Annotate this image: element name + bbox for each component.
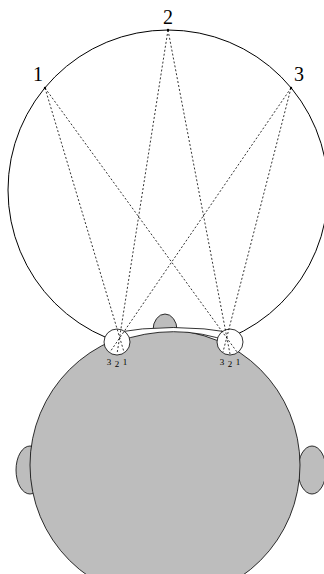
retina-number: 3 — [220, 358, 225, 367]
field-points — [44, 29, 292, 89]
retina-number: 1 — [123, 358, 128, 367]
sight-line — [117, 30, 168, 354]
point-number: 1 — [33, 64, 43, 84]
sight-lines — [45, 30, 291, 354]
sight-line — [45, 88, 124, 352]
sight-line — [168, 30, 230, 354]
visual-circle — [8, 30, 324, 350]
sight-line — [45, 88, 237, 352]
retina-number: 1 — [236, 358, 241, 367]
point-number: 3 — [294, 64, 304, 84]
point-number: 2 — [163, 7, 173, 27]
sight-line — [223, 88, 291, 352]
retina-number: 3 — [107, 358, 112, 367]
ear — [298, 446, 324, 494]
eye — [217, 329, 243, 355]
head — [30, 330, 300, 574]
retina-number: 2 — [228, 360, 233, 369]
eye — [104, 329, 130, 355]
sight-line — [110, 88, 291, 352]
field-point — [167, 29, 169, 31]
field-point — [44, 87, 46, 89]
brow-band — [112, 328, 235, 343]
field-point — [290, 87, 292, 89]
retina-number: 2 — [115, 360, 120, 369]
